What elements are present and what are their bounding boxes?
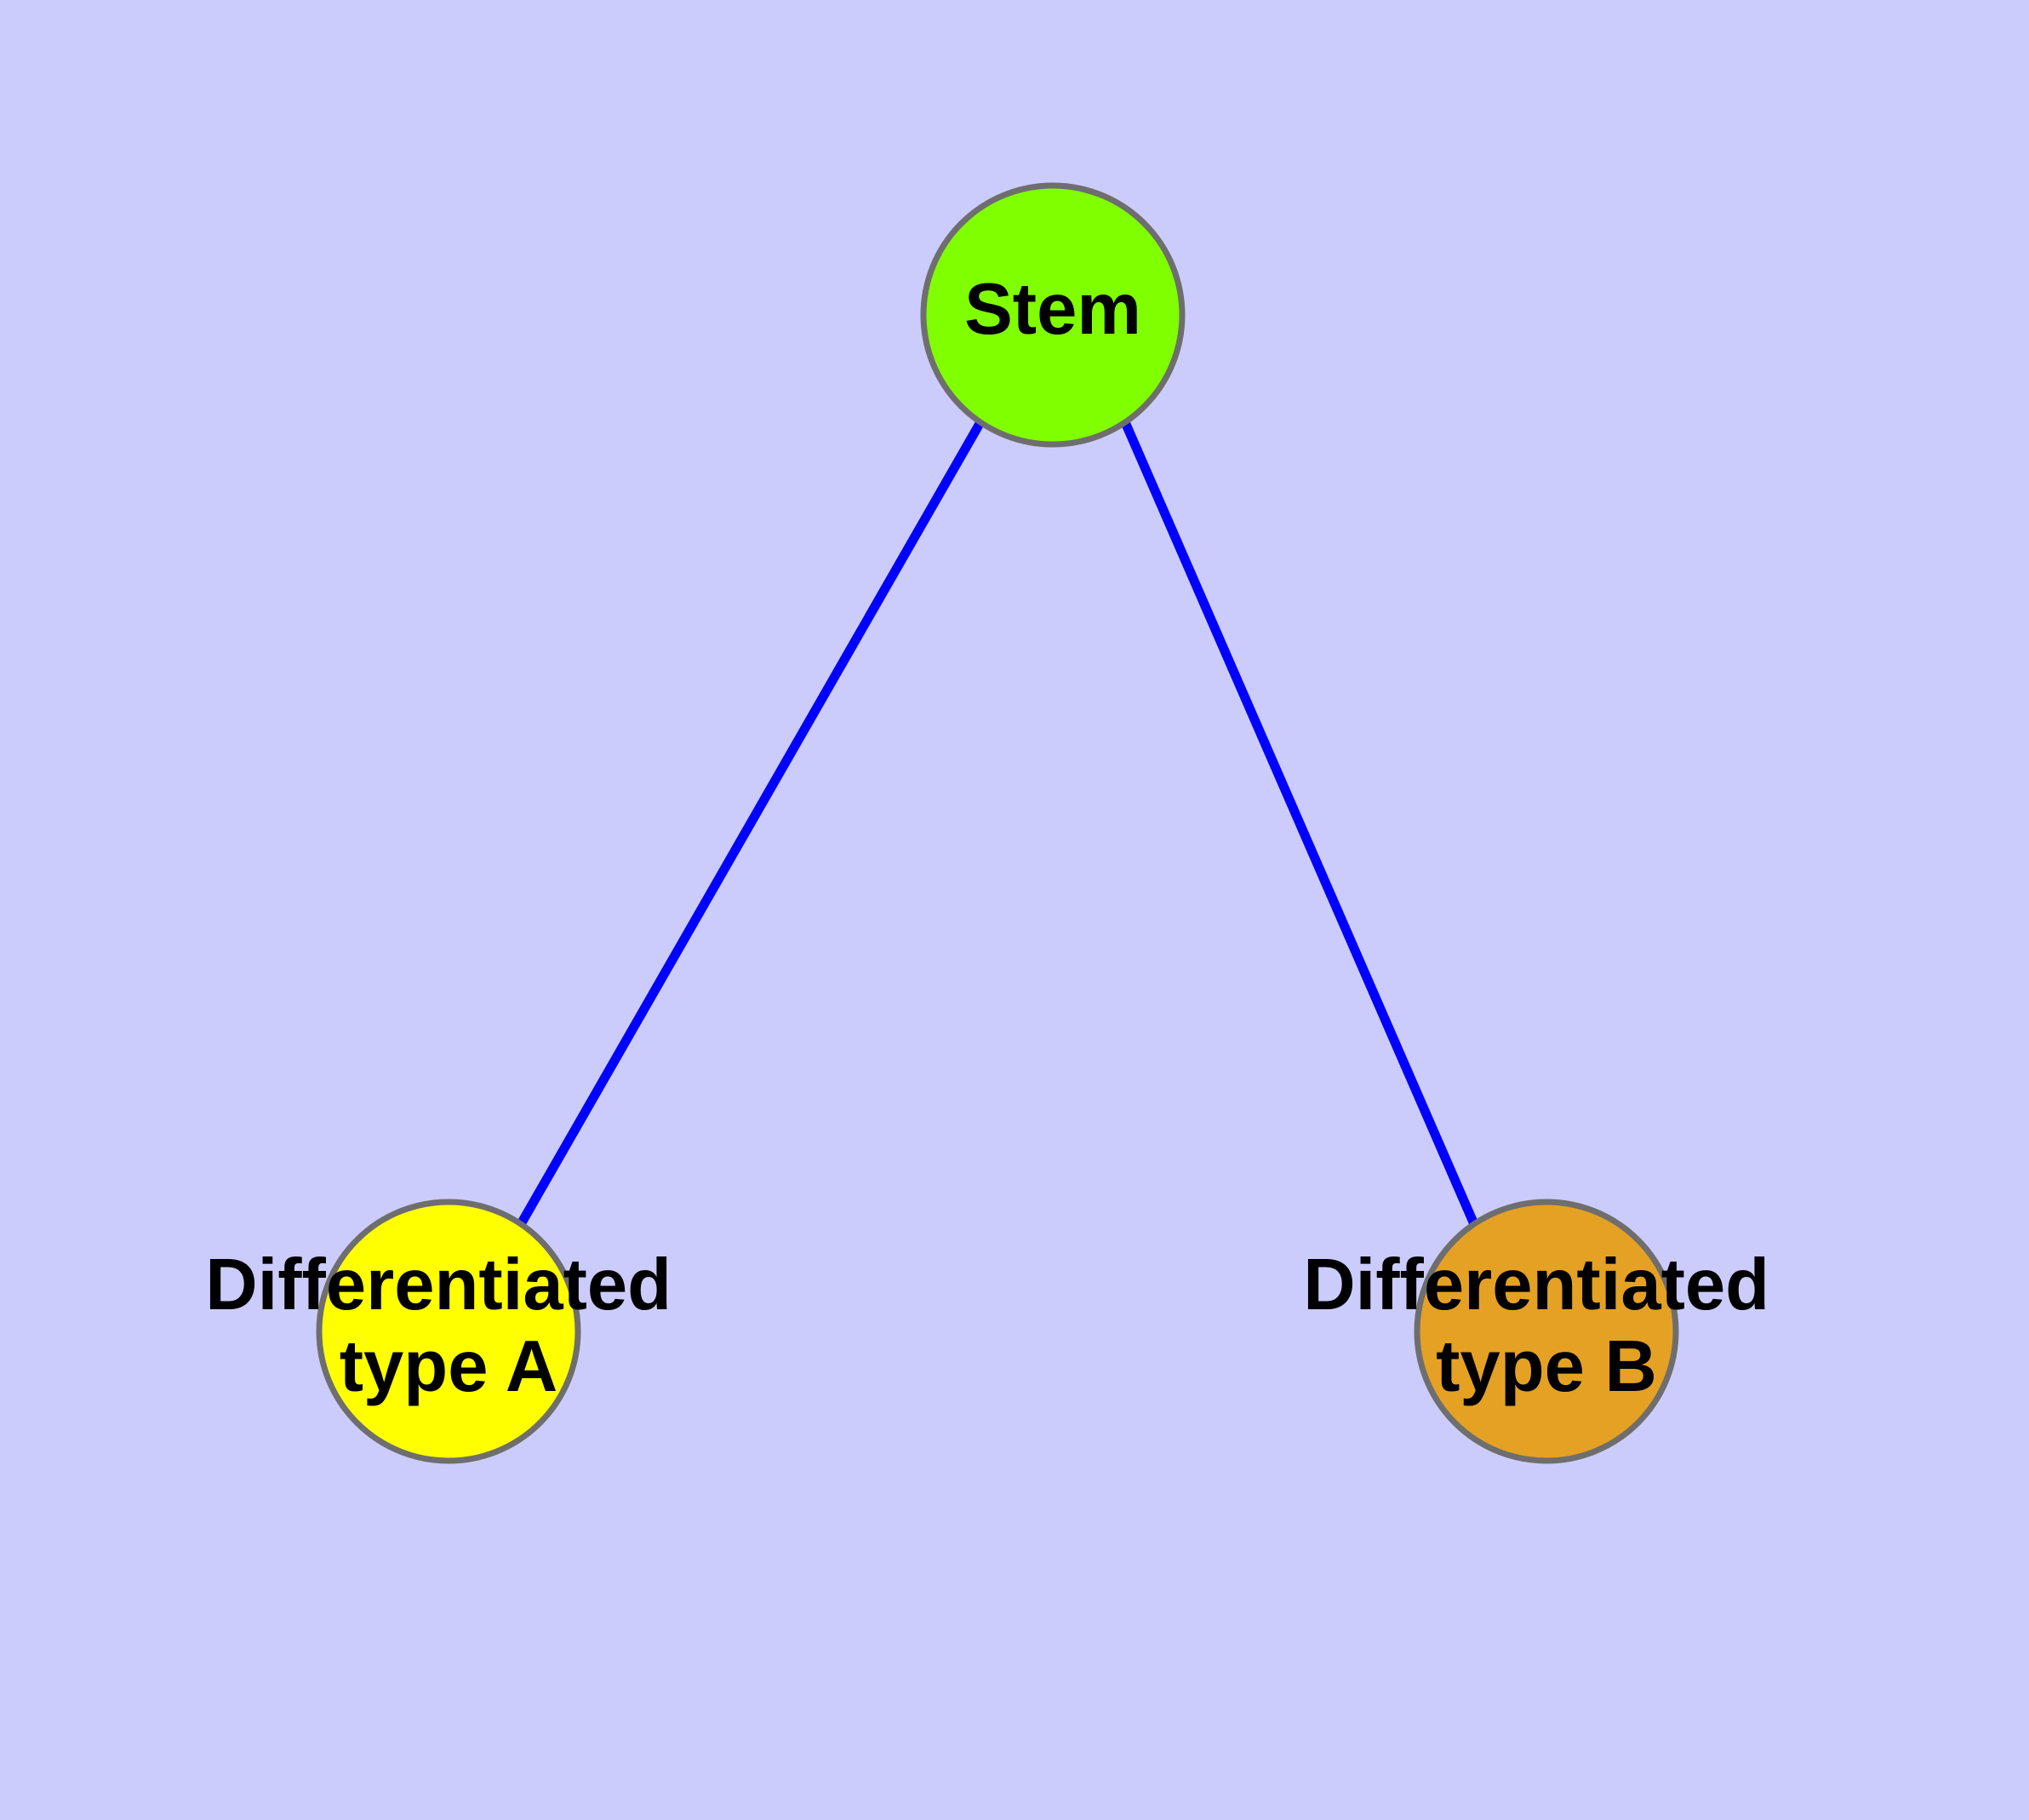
node-label-line: type B: [1436, 1326, 1657, 1407]
node-label-line: type A: [340, 1326, 558, 1407]
edge-stem-to-differentiated-b[interactable]: [1120, 420, 1479, 1227]
node-label-stem: Stem: [964, 269, 1141, 350]
edges-group: [517, 420, 1479, 1227]
node-differentiated-type-b[interactable]: Differentiated type B: [1303, 1199, 1789, 1464]
node-label-line: Stem: [964, 269, 1141, 350]
node-circle-stem[interactable]: [920, 182, 1186, 448]
node-label-differentiated-type-a: Differentiated type A: [205, 1245, 691, 1407]
edge-stem-to-differentiated-a[interactable]: [517, 420, 985, 1227]
node-label-line: Differentiated: [205, 1245, 672, 1325]
node-label-line: Differentiated: [1303, 1245, 1769, 1325]
node-circle-differentiated-type-a[interactable]: [316, 1199, 581, 1464]
node-differentiated-type-a[interactable]: Differentiated type A: [205, 1199, 691, 1464]
node-stem[interactable]: Stem: [920, 182, 1186, 448]
node-label-differentiated-type-b: Differentiated type B: [1303, 1245, 1789, 1407]
node-circle-differentiated-type-b[interactable]: [1414, 1199, 1679, 1464]
